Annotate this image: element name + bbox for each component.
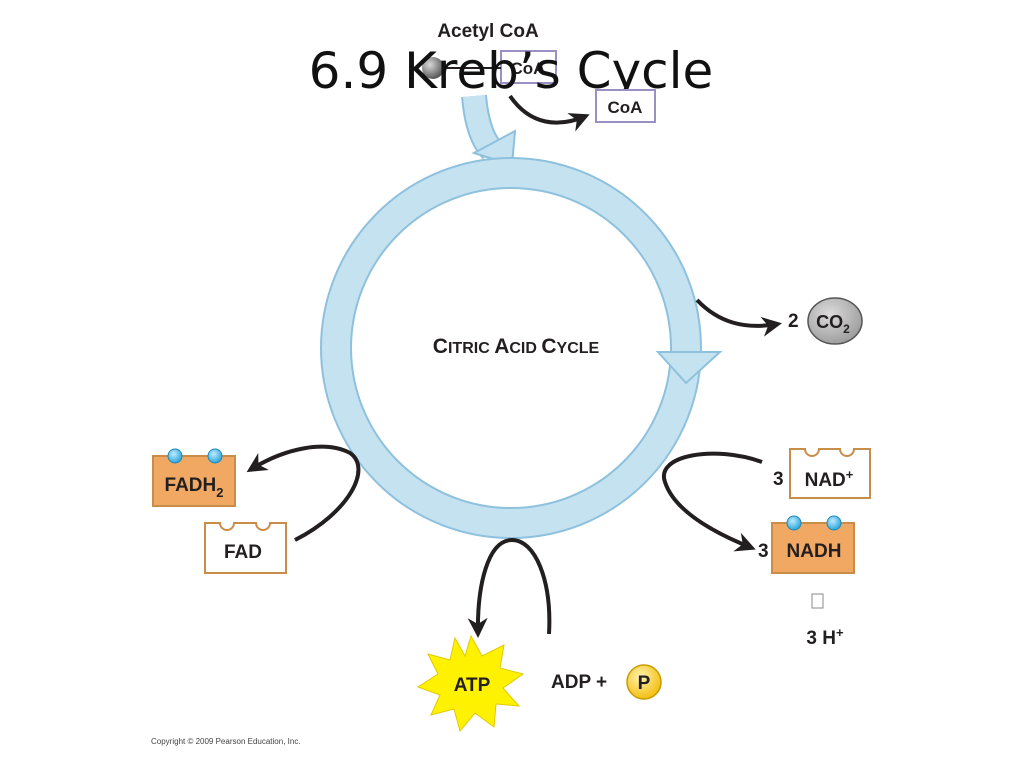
nadh-coefficient: 3: [758, 541, 769, 562]
fad-reduction-arrow: [246, 444, 361, 542]
cycle-label-rest-3: YCLE: [557, 340, 600, 357]
co2-label: CO2: [816, 312, 850, 336]
fadh2-subscript: 2: [216, 485, 223, 500]
coa-release-arrow: [508, 94, 590, 132]
hplus-label: 3 H+: [806, 625, 844, 649]
acetyl-coa-box-label: CoA: [511, 59, 546, 78]
citric-acid-cycle-ring: [320, 157, 723, 539]
adp-label: ADP +: [551, 672, 607, 693]
copyright-notice: Copyright © 2009 Pearson Education, Inc.: [151, 737, 301, 746]
cycle-label-initial-2: A: [494, 335, 509, 358]
atp-starburst: ATP: [416, 634, 525, 733]
acetyl-coa-entry-arrow: [461, 94, 517, 167]
acetyl-coa-molecule: CoA: [422, 50, 557, 84]
co2-coefficient: 2: [788, 311, 799, 332]
co2-molecule: CO2: [807, 297, 863, 345]
acetyl-group-ball: [422, 57, 444, 79]
fadh2-box: FADH2: [152, 448, 236, 507]
fad-label: FAD: [224, 542, 262, 563]
co2-subscript: 2: [843, 322, 850, 336]
co2-release-arrow: [695, 298, 782, 337]
hplus-plus-sign: [817, 598, 819, 609]
nad-reduction-arrow: [661, 451, 763, 552]
nadh-label: NADH: [787, 541, 842, 562]
cycle-label-rest-2: CID: [509, 340, 541, 357]
nad-text: NAD: [805, 470, 846, 491]
phosphate-label: P: [638, 673, 651, 694]
cycle-label-rest-1: ITRIC: [448, 340, 494, 357]
fadh2-label: FADH2: [165, 475, 224, 500]
atp-label: ATP: [454, 675, 491, 696]
hplus-superscript: +: [836, 625, 844, 640]
co2-text: CO: [816, 312, 843, 332]
atp-synthesis-arrow: [467, 537, 552, 638]
hplus-text: 3 H: [806, 628, 836, 649]
missing-glyph-box: [811, 593, 824, 609]
nadh-electron-dot-2: [826, 515, 842, 531]
cycle-label: CITRIC ACID CYCLE: [433, 335, 600, 358]
phosphate-circle: P: [626, 664, 662, 700]
nadh-box: NADH: [771, 515, 855, 574]
acetyl-coa-label: Acetyl CoA: [437, 21, 539, 42]
nad-coefficient: 3: [773, 469, 784, 490]
fadh2-text: FADH: [165, 475, 217, 496]
nadh-electron-dot-1: [786, 515, 802, 531]
fadh2-electron-dot-1: [167, 448, 183, 464]
nad-label: NAD+: [805, 467, 854, 491]
coa-released-box: CoA: [595, 89, 656, 123]
fadh2-electron-dot-2: [207, 448, 223, 464]
nad-plus-box: NAD+: [789, 448, 871, 499]
cycle-label-initial-1: C: [433, 335, 448, 358]
coa-released-label: CoA: [608, 98, 643, 117]
nad-superscript: +: [846, 467, 854, 482]
cycle-label-initial-3: C: [541, 335, 556, 358]
fad-box: FAD: [204, 522, 287, 574]
